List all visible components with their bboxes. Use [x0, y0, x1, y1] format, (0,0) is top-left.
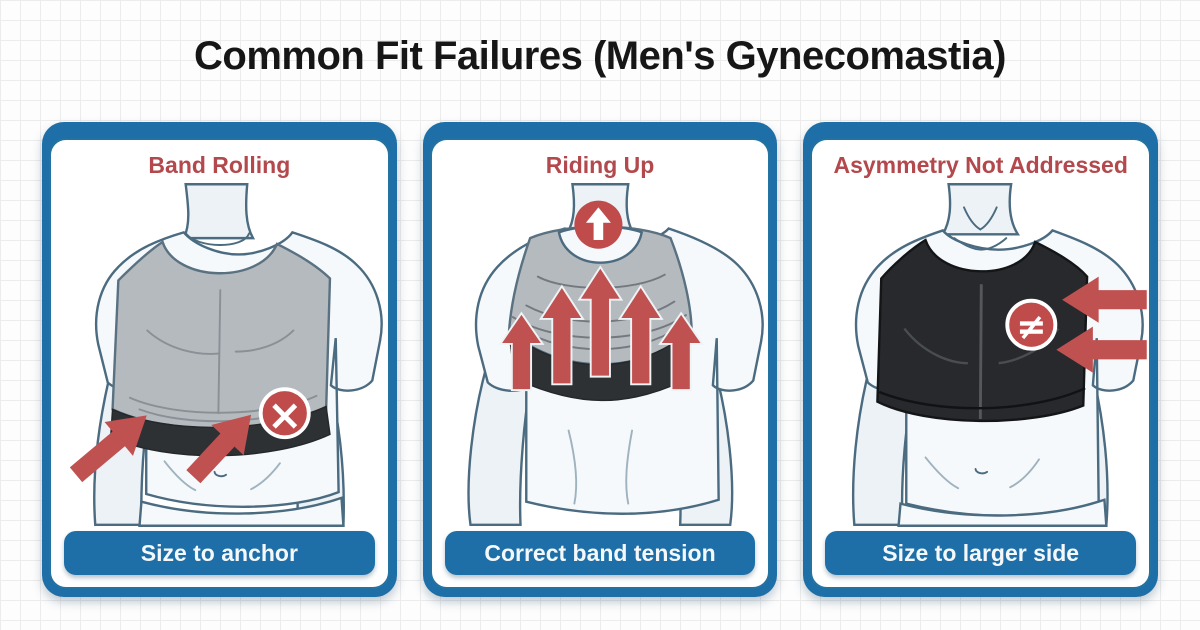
- up-arrow-circle-icon: [574, 200, 623, 249]
- left-arrow-icon: [1056, 326, 1148, 373]
- panel-band-rolling: Band Rolling: [42, 122, 397, 597]
- panel-heading: Riding Up: [545, 152, 655, 178]
- illustration-riding-up: [432, 179, 769, 531]
- torso-back-riding-up: [467, 183, 764, 526]
- left-arrow-icon: [1062, 276, 1148, 323]
- illustration-asymmetry: ≠: [812, 179, 1149, 531]
- diagonal-arrow-icon: [69, 415, 147, 483]
- caption-size-to-anchor: Size to anchor: [64, 531, 375, 575]
- caption-correct-band-tension: Correct band tension: [444, 531, 756, 575]
- page-title: Common Fit Failures (Men's Gynecomastia): [194, 34, 1006, 78]
- panel-heading: Asymmetry Not Addressed: [833, 152, 1128, 178]
- up-arrow-icon: [498, 311, 545, 392]
- panels-row: Band Rolling: [42, 122, 1159, 597]
- x-circle-icon: ×: [258, 387, 311, 440]
- illustration-band-rolling: ×: [51, 179, 388, 531]
- torso-front-asymmetry: ≠: [852, 183, 1148, 527]
- panel-heading: Band Rolling: [148, 152, 291, 178]
- up-arrow-icon: [657, 311, 704, 392]
- svg-text:×: ×: [267, 391, 302, 440]
- panel-asymmetry: Asymmetry Not Addressed: [803, 122, 1159, 597]
- diagonal-arrow-icon: [186, 414, 252, 484]
- panel-riding-up: Riding Up: [422, 122, 778, 597]
- up-arrow-icon: [538, 284, 585, 386]
- svg-text:≠: ≠: [1016, 305, 1047, 348]
- caption-size-to-larger-side: Size to larger side: [825, 531, 1137, 575]
- not-equal-circle-icon: ≠: [1005, 298, 1058, 351]
- up-arrow-icon: [617, 284, 664, 386]
- up-arrow-icon: [577, 265, 623, 378]
- torso-front-band-rolling: ×: [69, 183, 383, 527]
